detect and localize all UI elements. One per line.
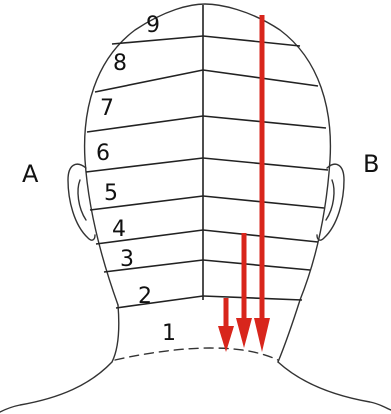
section-line-left-2 <box>116 296 203 308</box>
section-line-right-9 <box>203 36 300 46</box>
side-label-b: B <box>363 150 379 178</box>
left-ear-inner <box>78 180 86 220</box>
section-line-left-8 <box>95 70 203 92</box>
section-number-9: 9 <box>146 13 160 38</box>
section-number-1: 1 <box>162 321 176 346</box>
arrow-medium <box>236 233 252 348</box>
section-line-right-2 <box>203 296 302 300</box>
arrow-long <box>254 15 270 352</box>
section-line-right-3 <box>203 260 310 270</box>
section-line-left-3 <box>104 260 203 272</box>
arrow-short <box>218 298 234 352</box>
section-number-5: 5 <box>104 181 118 206</box>
section-number-4: 4 <box>112 217 126 242</box>
section-number-6: 6 <box>96 141 110 166</box>
hairline-dashed <box>115 348 278 360</box>
neck-left <box>0 305 119 412</box>
section-number-3: 3 <box>120 247 134 272</box>
section-number-2: 2 <box>138 284 152 309</box>
section-number-8: 8 <box>113 51 127 76</box>
side-label-a: A <box>22 160 39 188</box>
section-line-right-6 <box>203 158 328 170</box>
neck-right <box>278 362 391 410</box>
section-number-7: 7 <box>100 96 114 121</box>
left-ear <box>68 164 95 240</box>
